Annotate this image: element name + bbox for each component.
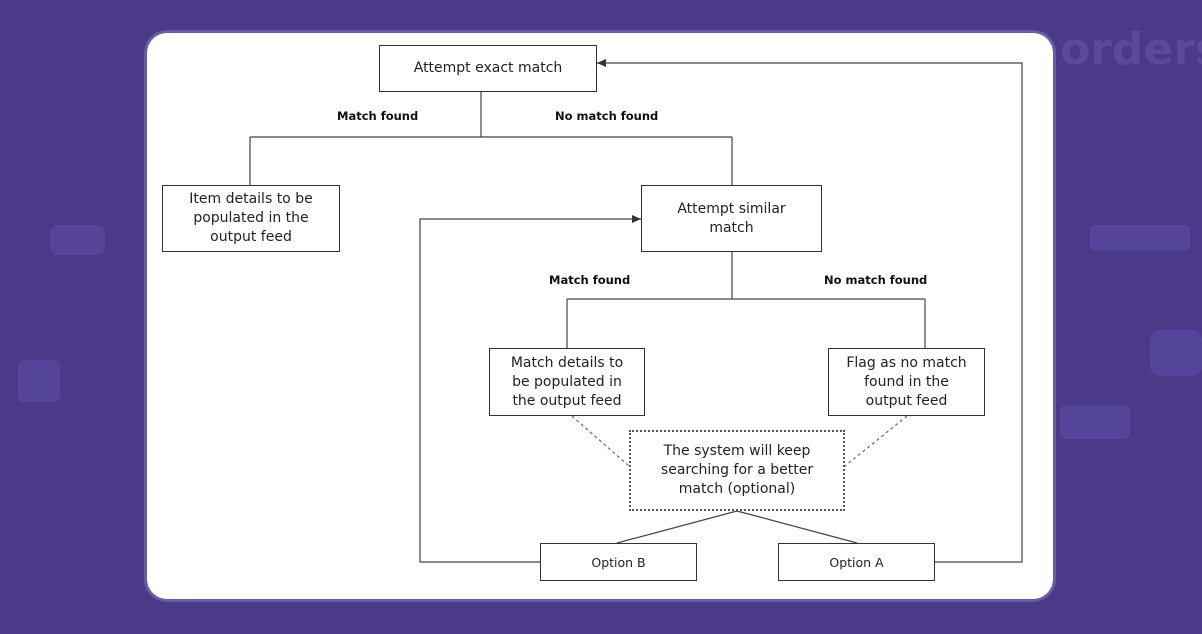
background-word: orders — [1060, 24, 1202, 75]
node-keep-searching: The system will keep searching for a bet… — [629, 430, 845, 511]
node-attempt-exact-match-text: Attempt exact match — [413, 60, 563, 76]
node-flag-no-match-text: Flag as no match found in the output fee… — [846, 354, 967, 409]
diagram-card: Match found No match found Match found N… — [147, 33, 1053, 599]
node-option-b-text: Option B — [591, 554, 646, 570]
label-exact-match-found: Match found — [337, 109, 419, 123]
node-option-a: Option A — [778, 543, 935, 581]
edge-option-a-to-search — [736, 510, 858, 544]
node-attempt-similar-match: Attempt similar match — [641, 185, 822, 252]
label-similar-match-found: Match found — [549, 273, 631, 287]
node-match-details: Match details to be populated in the out… — [489, 348, 645, 416]
label-similar-no-match: No match found — [824, 273, 928, 287]
node-item-details: Item details to be populated in the outp… — [162, 185, 340, 252]
dotted-match-details-to-search — [571, 415, 630, 467]
node-match-details-text: Match details to be populated in the out… — [510, 354, 624, 409]
node-keep-searching-text: The system will keep searching for a bet… — [660, 443, 814, 497]
node-item-details-text: Item details to be populated in the outp… — [189, 191, 313, 245]
background-shape-right-2 — [1150, 330, 1202, 376]
node-attempt-exact-match: Attempt exact match — [379, 45, 597, 92]
background-shape-right-3 — [1060, 405, 1130, 439]
node-attempt-similar-match-text: Attempt similar match — [677, 200, 786, 236]
background-shape-right — [1090, 225, 1190, 251]
edge-option-b-to-search — [616, 510, 738, 544]
dotted-flag-to-search — [844, 415, 908, 467]
background-shape-left — [50, 225, 105, 255]
label-exact-no-match: No match found — [555, 109, 659, 123]
node-option-a-text: Option A — [829, 554, 884, 570]
node-option-b: Option B — [540, 543, 697, 581]
background-shape-left-2 — [18, 360, 60, 402]
edge-option-b-loop — [419, 215, 641, 563]
connector-lines — [249, 59, 1023, 563]
edge-option-a-loop — [597, 59, 1023, 563]
node-flag-no-match: Flag as no match found in the output fee… — [828, 348, 985, 416]
